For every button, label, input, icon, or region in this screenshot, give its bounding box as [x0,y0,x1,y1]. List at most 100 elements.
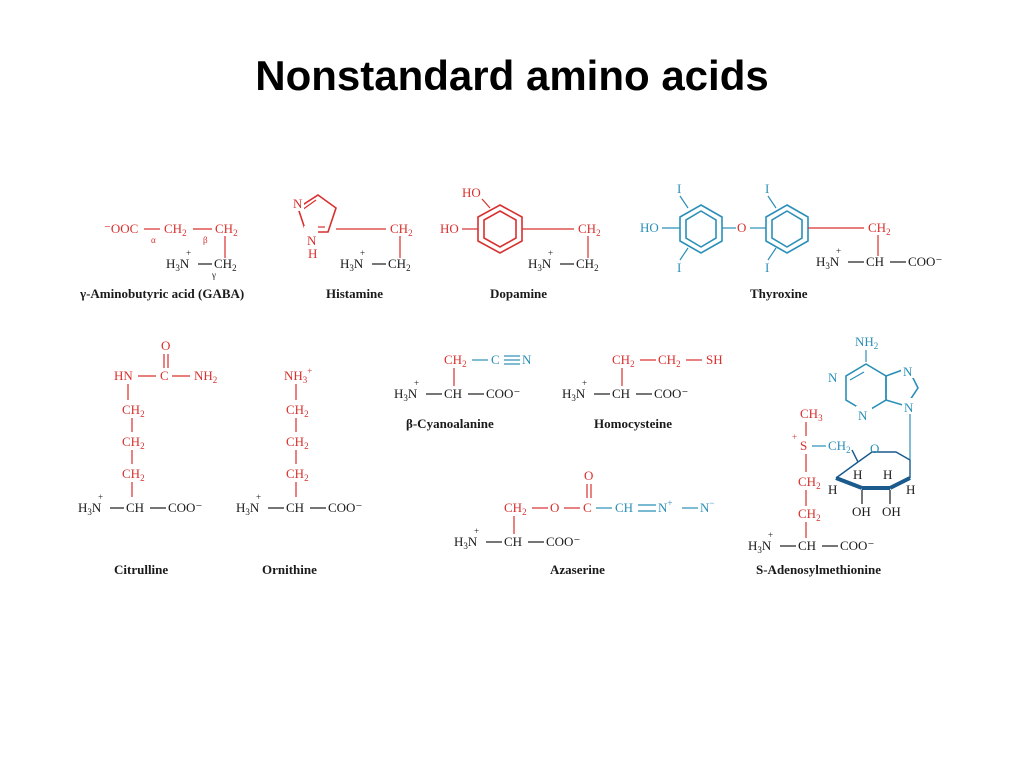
svg-text:I: I [677,260,681,275]
svg-text:γ: γ [211,270,216,280]
svg-text:COO⁻: COO⁻ [328,500,362,515]
svg-text:O: O [870,441,879,456]
svg-text:+: + [474,526,479,536]
svg-text:COO⁻: COO⁻ [840,538,874,553]
gaba-label: γ-Aminobutyric acid (GABA) [79,286,244,301]
svg-text:N: N [858,408,868,423]
svg-text:COO⁻: COO⁻ [168,500,202,515]
svg-text:α: α [151,235,156,245]
svg-text:N+: N+ [658,498,672,515]
dopamine-label: Dopamine [490,286,547,301]
svg-text:CH: CH [126,500,144,515]
thyroxine-label: Thyroxine [750,286,808,301]
svg-text:H3N: H3N [340,256,364,273]
svg-text:I: I [765,260,769,275]
svg-text:NH3+: NH3+ [284,366,312,385]
svg-text:+: + [414,378,419,388]
svg-text:+: + [98,492,103,502]
svg-text:CH: CH [615,500,633,515]
svg-text:HO: HO [640,220,659,235]
histamine-label: Histamine [326,286,383,301]
svg-text:CH2: CH2 [390,221,413,238]
svg-text:CH: CH [612,386,630,401]
svg-text:N−: N− [700,498,714,515]
svg-text:H3N: H3N [528,256,552,273]
svg-text:S: S [800,438,807,453]
homocysteine-structure: CH2 CH2 SH H3N + CH COO⁻ [562,352,723,403]
svg-text:CH2: CH2 [286,466,309,483]
svg-text:CH2: CH2 [122,402,145,419]
svg-text:I: I [677,181,681,196]
svg-text:H3N: H3N [816,254,840,271]
svg-text:N: N [307,233,317,248]
svg-text:N: N [522,352,532,367]
svg-text:O: O [161,338,170,353]
svg-text:+: + [768,530,773,540]
svg-text:+: + [836,246,841,256]
svg-text:H: H [906,482,915,497]
svg-text:SH: SH [706,352,723,367]
svg-text:OH: OH [852,504,871,519]
svg-text:C: C [160,368,169,383]
svg-text:H: H [308,246,317,261]
svg-text:H3N: H3N [562,386,586,403]
svg-text:+: + [792,432,797,442]
svg-text:CH2: CH2 [798,506,821,523]
svg-text:H3N: H3N [78,500,102,517]
cyanoalanine-label: β-Cyanoalanine [406,416,494,431]
svg-text:CH: CH [504,534,522,549]
svg-text:CH2: CH2 [798,474,821,491]
homocysteine-label: Homocysteine [594,416,672,431]
svg-text:CH2: CH2 [122,466,145,483]
svg-text:CH2: CH2 [828,438,851,455]
svg-text:N: N [828,370,838,385]
svg-text:CH3: CH3 [800,406,823,423]
svg-text:CH2: CH2 [658,352,681,369]
svg-text:I: I [765,181,769,196]
ornithine-structure: NH3+ CH2 CH2 CH2 H3N + CH COO⁻ [236,366,362,517]
svg-text:HN: HN [114,368,133,383]
svg-text:COO⁻: COO⁻ [654,386,688,401]
svg-text:CH2: CH2 [122,434,145,451]
svg-text:CH2: CH2 [612,352,635,369]
thyroxine-structure: HO O I I I I CH2 H3N + CH COO⁻ [640,181,942,275]
svg-text:N: N [903,364,913,379]
svg-text:N: N [904,400,914,415]
svg-text:CH: CH [798,538,816,553]
svg-text:CH2: CH2 [286,402,309,419]
cyanoalanine-structure: CH2 C N H3N + CH COO⁻ [394,352,532,403]
svg-text:CH2: CH2 [164,221,187,238]
svg-text:+: + [360,248,365,258]
svg-text:H: H [828,482,837,497]
svg-text:+: + [186,248,191,258]
svg-text:HO: HO [440,221,459,236]
svg-text:⁻OOC: ⁻OOC [104,221,138,236]
svg-text:+: + [582,378,587,388]
citrulline-label: Citrulline [114,562,168,577]
svg-text:CH2: CH2 [576,256,599,273]
svg-text:CH2: CH2 [286,434,309,451]
svg-text:H3N: H3N [236,500,260,517]
svg-text:O: O [737,220,746,235]
svg-text:+: + [548,248,553,258]
svg-text:COO⁻: COO⁻ [908,254,942,269]
azaserine-structure: O CH2 O C CH N+ N− H3N + CH COO⁻ [454,468,714,551]
svg-text:CH: CH [444,386,462,401]
svg-text:H3N: H3N [166,256,190,273]
histamine-structure: N N H CH2 H3N + CH2 [290,194,413,273]
svg-text:CH2: CH2 [868,220,891,237]
svg-text:C: C [583,500,592,515]
sam-label: S-Adenosylmethionine [756,562,881,577]
svg-text:NH2: NH2 [194,368,217,385]
svg-text:CH: CH [866,254,884,269]
sam-structure: NH2 N N N N CH3 + S CH2 O H H H H [748,334,919,555]
gaba-structure: ⁻OOC CH2 CH2 α β H3N + CH2 γ [104,221,238,280]
svg-text:C: C [491,352,500,367]
svg-text:H3N: H3N [454,534,478,551]
svg-text:O: O [550,500,559,515]
svg-text:N: N [293,196,303,211]
slide-title: Nonstandard amino acids [255,52,769,99]
svg-text:H: H [853,467,862,482]
svg-text:H3N: H3N [748,538,772,555]
